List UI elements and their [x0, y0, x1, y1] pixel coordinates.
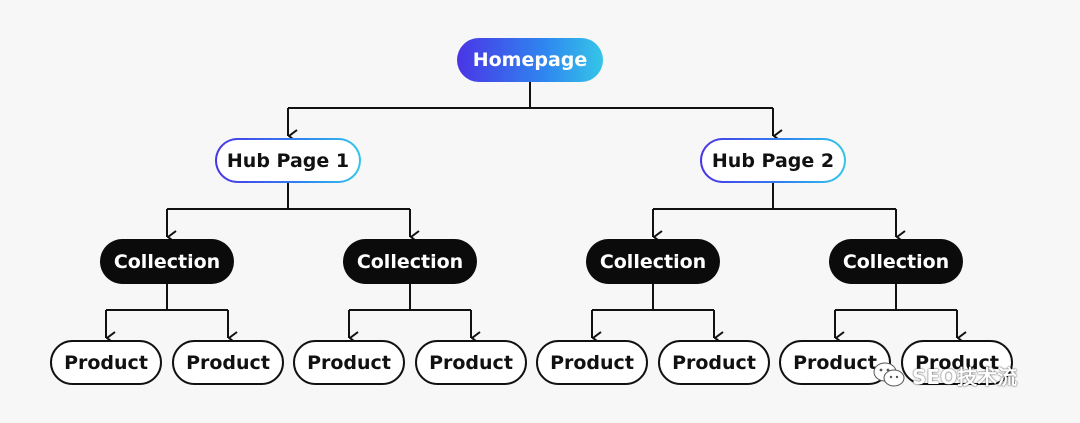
wechat-icon — [873, 362, 905, 387]
collection-node-3: Collection — [586, 239, 720, 284]
hub-page-1-node: Hub Page 1 — [215, 138, 361, 183]
product-node-7: Product — [779, 340, 891, 385]
collection-node-1: Collection — [100, 239, 234, 284]
product-node-6: Product — [658, 340, 770, 385]
hub-page-1-label: Hub Page 1 — [217, 140, 359, 181]
product-node-1: Product — [50, 340, 162, 385]
product-node-8: Product — [901, 340, 1013, 385]
watermark: SEO技术流 — [872, 360, 1017, 390]
hub-page-2-node: Hub Page 2 — [700, 138, 846, 183]
collection-node-2: Collection — [343, 239, 477, 284]
watermark-text: SEO技术流 — [912, 364, 1018, 389]
product-node-3: Product — [293, 340, 405, 385]
product-node-4: Product — [415, 340, 527, 385]
product-node-5: Product — [536, 340, 648, 385]
hub-page-2-label: Hub Page 2 — [702, 140, 844, 181]
homepage-node: Homepage — [457, 38, 603, 82]
product-node-2: Product — [172, 340, 284, 385]
collection-node-4: Collection — [829, 239, 963, 284]
